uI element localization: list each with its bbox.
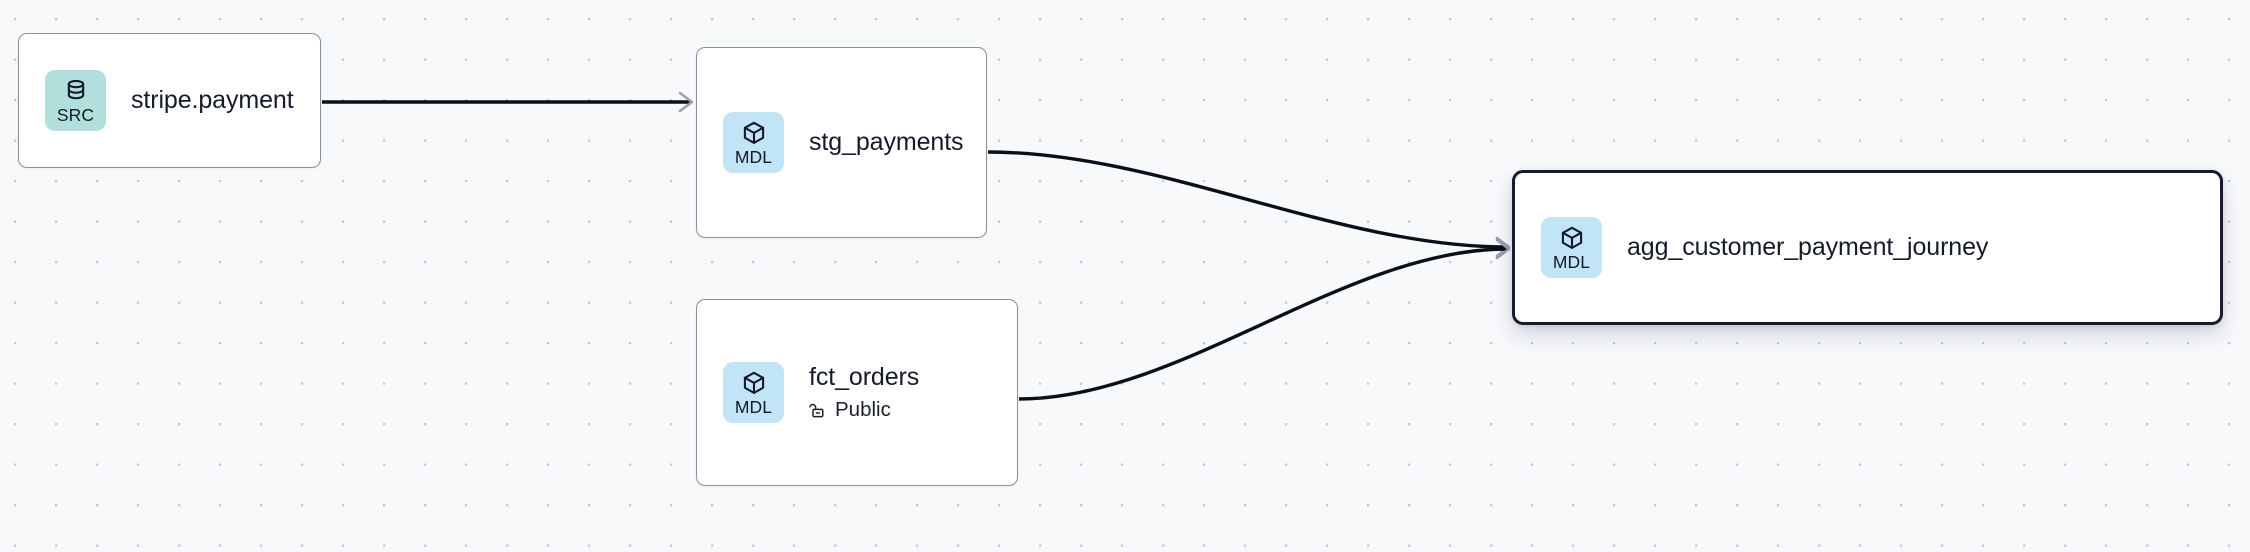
badge-label: SRC bbox=[56, 104, 95, 125]
edge-fct-to-agg bbox=[1018, 247, 1508, 401]
cube-icon bbox=[1559, 225, 1585, 252]
node-visibility-label: Public bbox=[835, 397, 891, 421]
edge-stg-to-agg-arrowhead bbox=[1495, 236, 1511, 258]
node-agg-customer-payment-journey[interactable]: MDL agg_customer_payment_journey bbox=[1512, 170, 2223, 325]
node-body: stripe.payment bbox=[106, 86, 320, 116]
model-badge: MDL bbox=[723, 112, 784, 173]
edge-stg-to-agg bbox=[987, 150, 1508, 249]
node-title: fct_orders bbox=[809, 363, 920, 392]
node-body: agg_customer_payment_journey bbox=[1602, 233, 2220, 263]
unlock-icon bbox=[809, 401, 828, 420]
cube-icon bbox=[741, 370, 767, 397]
edge-fct-to-agg-arrowhead bbox=[1495, 238, 1511, 260]
node-fct-orders[interactable]: MDL fct_orders Public bbox=[696, 299, 1018, 486]
badge-label: MDL bbox=[1552, 251, 1591, 272]
node-title: stg_payments bbox=[809, 127, 964, 156]
node-stg-payments[interactable]: MDL stg_payments bbox=[696, 47, 987, 238]
badge-label: MDL bbox=[734, 146, 773, 167]
badge-label: MDL bbox=[734, 396, 773, 417]
node-stripe-payment[interactable]: SRC stripe.payment bbox=[18, 33, 321, 168]
database-icon bbox=[63, 78, 89, 105]
node-body: fct_orders Public bbox=[784, 363, 1017, 421]
model-badge: MDL bbox=[723, 362, 784, 423]
node-body: stg_payments bbox=[784, 128, 986, 158]
node-visibility: Public bbox=[809, 398, 999, 422]
node-title: stripe.payment bbox=[131, 85, 294, 114]
cube-icon bbox=[741, 120, 767, 147]
model-badge: MDL bbox=[1541, 217, 1602, 278]
edge-stripe-to-stg-arrowhead bbox=[678, 91, 694, 113]
node-title: agg_customer_payment_journey bbox=[1627, 232, 1989, 261]
source-badge: SRC bbox=[45, 70, 106, 131]
